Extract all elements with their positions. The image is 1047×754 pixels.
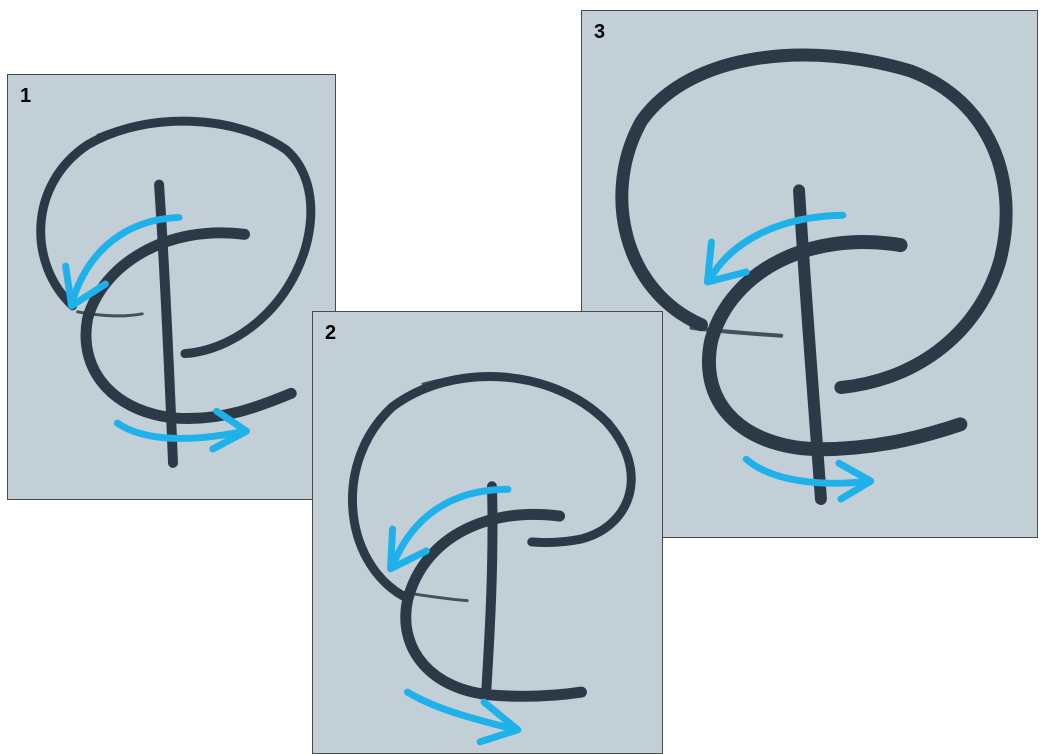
crescent-stroke: [86, 233, 291, 419]
panel-number: 3: [594, 21, 605, 44]
brush-stroke-drawing: [313, 312, 662, 753]
crescent-trail: [692, 328, 782, 336]
calligraphy-panel-2: 2: [312, 311, 663, 754]
calligraphy-panel-1: 1: [7, 74, 336, 500]
panel-number: 1: [20, 85, 31, 108]
clockwise-arrow: [117, 423, 244, 438]
brush-stroke-drawing: [8, 75, 335, 499]
panel-number: 2: [325, 322, 336, 345]
